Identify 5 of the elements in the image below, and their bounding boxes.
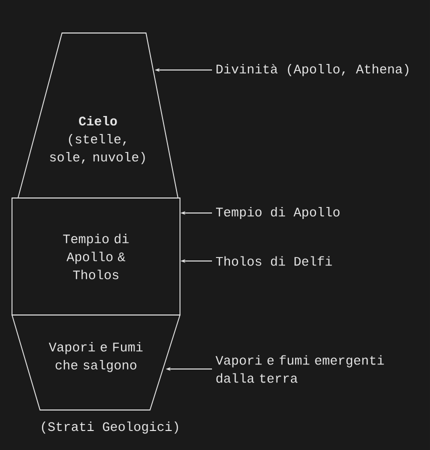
annotation-text: Divinità (Apollo, Athena) bbox=[216, 64, 408, 76]
annotation-text: Tholos di Delfi bbox=[216, 256, 332, 266]
annotation-text: Vapori e fumi emergenti dalla terra bbox=[216, 355, 384, 383]
temple-section: Tempio di Apollo & Tholos bbox=[12, 198, 180, 316]
annotation-text: Tempio di Apollo bbox=[216, 206, 340, 220]
